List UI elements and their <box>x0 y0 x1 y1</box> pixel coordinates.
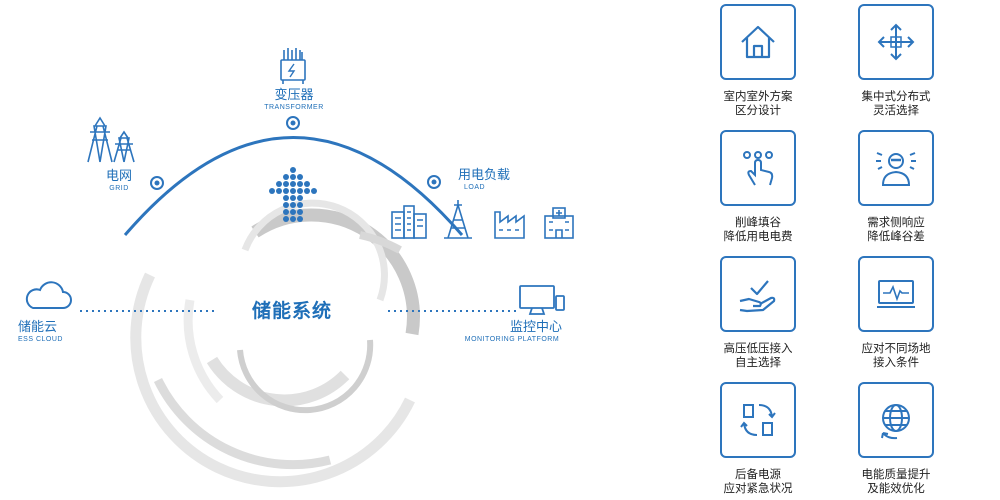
feature-caption-line1: 削峰填谷 <box>735 217 781 229</box>
grid-label: 电网 GRID <box>95 169 143 192</box>
monitor-label-zh: 监控中心 <box>509 319 562 334</box>
power-tower-icon <box>87 116 135 163</box>
feature-caption-line2: 及能效优化 <box>867 483 925 495</box>
grid-label-zh: 电网 <box>105 168 132 183</box>
feature-caption-line1: 应对不同场地 <box>861 343 931 355</box>
arrows-expand-icon <box>877 23 915 61</box>
feature-card-arrows <box>858 4 934 80</box>
waveform-monitor-icon <box>877 280 915 308</box>
feature-caption-line1: 集中式分布式 <box>861 91 931 103</box>
feature-card-backup <box>720 382 796 458</box>
transformer-label-en: TRANSFORMER <box>264 104 324 111</box>
feature-caption-line1: 需求侧响应 <box>867 217 925 229</box>
feature-card-person <box>858 130 934 206</box>
feature-caption-line2: 区分设计 <box>735 105 781 117</box>
hand-check-icon <box>739 280 776 313</box>
cloud-label-en: ESS CLOUD <box>18 336 63 343</box>
power-arc <box>123 136 464 236</box>
feature-caption: 需求侧响应 降低峰谷差 <box>836 216 956 244</box>
monitor-icon <box>519 285 565 315</box>
feature-caption-line1: 高压低压接入 <box>723 343 793 355</box>
system-diagram <box>25 48 574 488</box>
feature-caption: 削峰填谷 降低用电电费 <box>698 216 818 244</box>
person-icon <box>876 152 916 186</box>
globe-refresh-icon <box>881 404 910 440</box>
feature-caption: 后备电源 应对紧急状况 <box>698 468 818 496</box>
feature-card-globe <box>858 382 934 458</box>
feature-caption: 应对不同场地 接入条件 <box>836 342 956 370</box>
feature-caption: 集中式分布式 灵活选择 <box>836 90 956 118</box>
feature-caption-line2: 降低用电电费 <box>723 231 793 243</box>
cloud-icon <box>25 281 72 309</box>
feature-caption-line2: 应对紧急状况 <box>723 483 793 495</box>
feature-card-touch <box>720 130 796 206</box>
monitor-label-en: MONITORING PLATFORM <box>464 336 560 343</box>
feature-caption-line1: 电能质量提升 <box>861 469 931 481</box>
feature-caption-line2: 灵活选择 <box>873 105 919 117</box>
feature-card-hand-check <box>720 256 796 332</box>
buildings-icon <box>391 200 574 239</box>
transformer-label: 变压器 TRANSFORMER <box>250 88 338 111</box>
grid-label-en: GRID <box>109 185 129 192</box>
feature-card-waveform <box>858 256 934 332</box>
monitor-label: 监控中心 MONITORING PLATFORM <box>452 320 572 343</box>
feature-caption: 高压低压接入 自主选择 <box>698 342 818 370</box>
cloud-label: 储能云 ESS CLOUD <box>18 320 88 343</box>
load-label: 用电负载 LOAD <box>458 168 528 191</box>
arc-node-load <box>427 175 441 189</box>
transformer-icon <box>280 48 306 84</box>
center-title: 储能系统 <box>251 301 332 322</box>
load-label-en: LOAD <box>464 184 486 191</box>
load-label-zh: 用电负载 <box>458 167 511 182</box>
arc-node-grid <box>150 176 164 190</box>
backup-cycle-icon <box>740 404 776 436</box>
feature-caption-line1: 后备电源 <box>735 469 781 481</box>
dotted-up-arrow-icon <box>269 167 317 222</box>
touch-icon <box>743 151 774 186</box>
feature-caption-line2: 降低峰谷差 <box>867 231 925 243</box>
house-icon <box>741 25 775 59</box>
feature-caption-line1: 室内室外方案 <box>723 91 793 103</box>
feature-card-house <box>720 4 796 80</box>
feature-caption-line2: 接入条件 <box>873 357 919 369</box>
arc-node-transformer <box>286 116 300 130</box>
feature-caption: 室内室外方案 区分设计 <box>698 90 818 118</box>
feature-caption: 电能质量提升 及能效优化 <box>836 468 956 496</box>
feature-caption-line2: 自主选择 <box>735 357 781 369</box>
transformer-label-zh: 变压器 <box>274 87 314 102</box>
center-rings <box>130 199 420 488</box>
cloud-label-zh: 储能云 <box>18 319 58 334</box>
